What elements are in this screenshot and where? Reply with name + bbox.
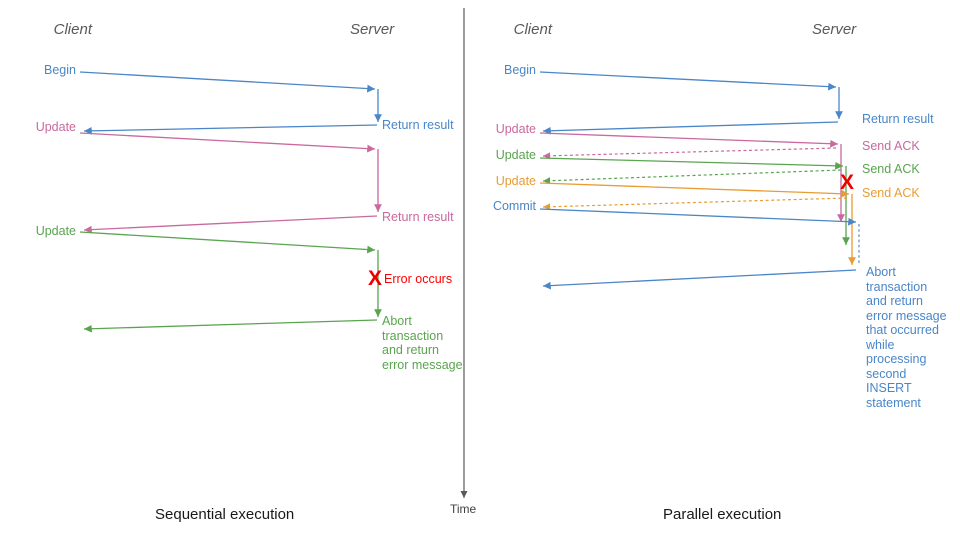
- right-client-label-commit: Commit: [492, 199, 536, 213]
- left-server-header: Server: [350, 21, 395, 38]
- right-client-label-begin: Begin: [504, 63, 536, 77]
- right-panel-arrows: [539, 71, 860, 290]
- right-client-label-update-1: Update: [495, 122, 536, 136]
- arrow-return-result-1: [83, 124, 378, 135]
- right-server-label-abort: Abort transaction and return error messa…: [866, 265, 947, 410]
- right-client-label-update-2: Update: [495, 148, 536, 162]
- arrow-ack-pink: [542, 147, 837, 160]
- arrow-ack-green: [542, 169, 842, 185]
- left-server-label-return-2: Return result: [382, 210, 454, 224]
- arrow-abort-right: [542, 269, 857, 290]
- left-server-label-error: Error occurs: [384, 272, 453, 286]
- left-panel-caption: Sequential execution: [155, 506, 295, 523]
- arrow-update-green-request: [79, 231, 376, 254]
- right-client-header: Client: [513, 21, 552, 38]
- arrow-begin-request: [79, 71, 376, 93]
- arrow-update-orange-r: [539, 182, 850, 198]
- right-panel-caption: Parallel execution: [663, 506, 782, 523]
- right-server-header: Server: [812, 21, 857, 38]
- arrow-return-result-r: [542, 121, 839, 135]
- right-server-label-ack-3: Send ACK: [862, 186, 920, 200]
- time-axis-label: Time: [450, 502, 477, 516]
- arrow-ack-orange: [542, 197, 848, 211]
- arrow-update-green-r: [539, 157, 844, 170]
- arrow-update-pink-r: [539, 132, 839, 148]
- right-client-label-update-3: Update: [495, 174, 536, 188]
- right-server-label-ack-1: Send ACK: [862, 139, 920, 153]
- arrow-update-pink-request: [79, 132, 376, 153]
- left-error-x-icon: X: [368, 267, 383, 290]
- left-panel-arrows: [79, 71, 382, 333]
- arrow-abort-left: [83, 319, 378, 333]
- right-error-x-icon: X: [840, 171, 855, 194]
- left-client-label-update-1: Update: [35, 120, 76, 134]
- left-client-label-begin: Begin: [44, 63, 76, 77]
- arrow-return-result-2: [83, 215, 378, 234]
- left-client-label-update-2: Update: [35, 224, 76, 238]
- right-server-label-return: Return result: [862, 112, 934, 126]
- arrow-begin-request-r: [539, 71, 837, 91]
- right-server-label-ack-2: Send ACK: [862, 162, 920, 176]
- arrow-commit-r: [539, 208, 857, 226]
- left-server-label-abort: Abort transaction and return error messa…: [382, 314, 463, 372]
- left-server-label-return-1: Return result: [382, 118, 454, 132]
- left-client-header: Client: [53, 21, 92, 38]
